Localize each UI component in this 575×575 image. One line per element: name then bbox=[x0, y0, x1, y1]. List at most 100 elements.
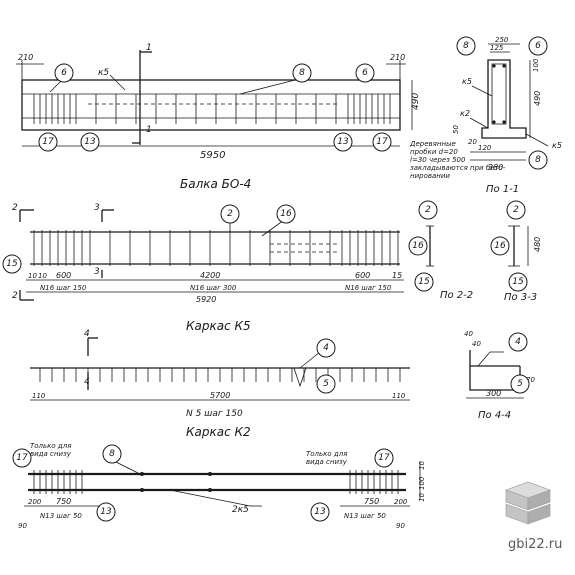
bottom-dim-side-2: 100 bbox=[418, 476, 426, 490]
bottom-step-left: N13 шаг 50 bbox=[40, 512, 82, 520]
s22-callout-15 bbox=[414, 272, 434, 292]
bottom-dim-left-a: 200 bbox=[28, 498, 42, 506]
k2-step: N 5 шаг 150 bbox=[186, 409, 243, 419]
k2-ticks bbox=[39, 368, 401, 382]
svg-text:4: 4 bbox=[515, 337, 521, 347]
k5-step-mid: N16 шаг 300 bbox=[190, 284, 237, 292]
s11-dim-b2: 380 bbox=[488, 163, 503, 172]
beam-k5-label: к5 bbox=[98, 68, 109, 78]
svg-text:16: 16 bbox=[494, 241, 506, 251]
k5-step-right: N16 шаг 150 bbox=[345, 284, 392, 292]
bottom-dim-right-a: 750 bbox=[364, 497, 379, 506]
s33-title: По 3-3 bbox=[504, 292, 537, 303]
section-1-1-cage bbox=[491, 63, 507, 125]
s11-dim-bot: 20 bbox=[468, 138, 477, 146]
s11-note-line-2: пробки d=20 bbox=[410, 148, 458, 156]
bottom-callout-17-left bbox=[12, 448, 32, 468]
s33-callout-15 bbox=[508, 272, 528, 292]
s11-title: По 1-1 bbox=[486, 184, 519, 195]
bottom-note-right-2: вида снизу bbox=[306, 458, 348, 466]
beam-dim-length: 5950 bbox=[200, 150, 225, 161]
s33-callout-16 bbox=[490, 236, 510, 256]
svg-text:2: 2 bbox=[513, 205, 519, 215]
k5-dim-mid: 4200 bbox=[200, 271, 220, 280]
s11-note-line-4: закладываются при бето- bbox=[410, 164, 506, 172]
svg-text:8: 8 bbox=[535, 155, 541, 165]
bottom-rungs-left bbox=[33, 470, 83, 494]
bottom-rungs-right bbox=[349, 470, 399, 494]
beam-outline bbox=[21, 79, 401, 131]
s11-dim-side: 50 bbox=[452, 125, 460, 134]
beam-title: Балка БО-4 bbox=[180, 177, 251, 191]
bottom-dim-left-b: 750 bbox=[56, 497, 71, 506]
svg-text:8: 8 bbox=[109, 449, 115, 459]
beam-stirrups-left bbox=[33, 94, 77, 124]
svg-text:13: 13 bbox=[100, 507, 112, 517]
bottom-note-right-1: Только для bbox=[306, 450, 347, 458]
k5-title: Каркас К5 bbox=[186, 319, 251, 333]
s44-dim-b: 40 bbox=[472, 340, 481, 348]
svg-text:13: 13 bbox=[337, 137, 349, 147]
k5-dim-10a: 10 bbox=[28, 272, 37, 280]
s22-title: По 2-2 bbox=[440, 290, 473, 301]
bottom-callout-8 bbox=[102, 444, 122, 464]
s11-callout-8-bottom bbox=[528, 150, 548, 170]
k5-callout-2 bbox=[220, 204, 240, 224]
k5-step-left: N16 шаг 150 bbox=[40, 284, 87, 292]
s11-note-line-1: Деревянные bbox=[409, 140, 456, 148]
section-1-1-outline bbox=[481, 59, 527, 139]
beam-stirrups-mid bbox=[95, 94, 337, 124]
svg-text:17: 17 bbox=[42, 137, 54, 147]
svg-text:17: 17 bbox=[378, 453, 390, 463]
bottom-dim-side-3: 10 bbox=[418, 493, 426, 502]
svg-text:2: 2 bbox=[425, 205, 431, 215]
section-1-1: 250 125 490 100 120 380 50 20 к5 к2 к5 8… bbox=[409, 36, 562, 195]
s22-callout-16 bbox=[408, 236, 428, 256]
s33-dim: 480 bbox=[533, 237, 542, 252]
frame-k5: 2 2 3 3 2 16 15 10 10 600 4200 600 15 N1… bbox=[2, 203, 404, 333]
s11-dim-b1: 120 bbox=[478, 144, 492, 152]
svg-text:6: 6 bbox=[535, 41, 541, 51]
s11-callout-8-top bbox=[456, 36, 476, 56]
s44-title: По 4-4 bbox=[478, 410, 511, 421]
beam-dim-end-right: 210 bbox=[390, 53, 405, 62]
k5-callout-16 bbox=[276, 204, 296, 224]
s22-callout-2 bbox=[418, 200, 438, 220]
bottom-callout-13-right bbox=[310, 502, 330, 522]
bottom-note-left-1: Только для bbox=[30, 442, 71, 450]
svg-text:17: 17 bbox=[16, 453, 28, 463]
k2-cut-4-label: 4 bbox=[84, 329, 90, 339]
bottom-callout-17-right bbox=[374, 448, 394, 468]
beam-callout-8 bbox=[292, 63, 312, 83]
s11-dim-top: 250 bbox=[495, 36, 509, 44]
bottom-note-left-2: вида снизу bbox=[30, 450, 72, 458]
section-2-2: 2 16 15 По 2-2 bbox=[408, 200, 473, 301]
bottom-step-right: N13 шаг 50 bbox=[344, 512, 386, 520]
k2-cut-4-label-bottom: 4 bbox=[84, 377, 90, 387]
bottom-dim-side-1: 10 bbox=[418, 461, 426, 470]
svg-text:6: 6 bbox=[362, 68, 368, 78]
k5-rungs bbox=[33, 230, 399, 266]
beam-callout-17-left bbox=[38, 132, 58, 152]
cut-1-label-bottom: 1 bbox=[146, 125, 152, 135]
k5-dim-total: 5920 bbox=[196, 295, 216, 304]
svg-text:5: 5 bbox=[517, 379, 523, 389]
s44-callout-4 bbox=[508, 332, 528, 352]
svg-text:13: 13 bbox=[84, 137, 96, 147]
k5-cut-3-label-bottom: 3 bbox=[94, 267, 100, 277]
beam-dim-height: 490 bbox=[411, 93, 421, 110]
s44-dim-a: 40 bbox=[464, 330, 473, 338]
s11-k5b-label: к5 bbox=[552, 141, 562, 150]
k2-dim-left: 110 bbox=[32, 392, 46, 400]
k2-dim-right: 110 bbox=[392, 392, 406, 400]
k5-cut-3-label: 3 bbox=[94, 203, 100, 213]
k2-title: Каркас К2 bbox=[186, 425, 251, 439]
cut-1-label: 1 bbox=[146, 43, 152, 53]
svg-text:8: 8 bbox=[463, 41, 469, 51]
beam-stirrups-right bbox=[347, 94, 391, 124]
frame-bottom: 2к5 Только для вида снизу Только для вид… bbox=[12, 442, 426, 530]
svg-text:2: 2 bbox=[227, 209, 233, 219]
k5-dim-right: 600 bbox=[355, 271, 370, 280]
svg-text:6: 6 bbox=[61, 68, 67, 78]
k5-dim-edge: 15 bbox=[392, 271, 402, 280]
